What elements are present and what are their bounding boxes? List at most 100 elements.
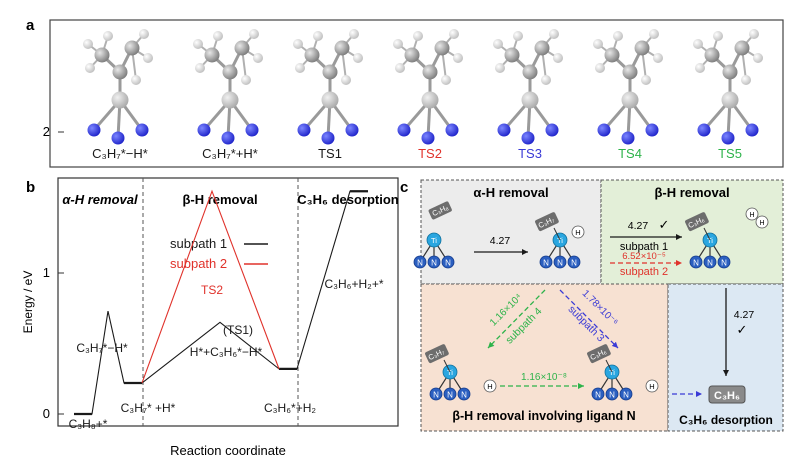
structure-label: TS1 [318,146,342,161]
y-tick-label: 1 [43,265,50,280]
ti-atom-label: Ti [447,368,453,377]
section-alpha-title: α-H removal [62,192,138,207]
carbon-atom [604,47,620,63]
hydrogen-atom [493,39,503,49]
n-atom [429,387,443,401]
h2-atom-label: H [749,212,754,219]
nitrogen-atom [221,131,235,145]
carbon-atom [522,64,538,80]
n-atom-label: N [557,259,563,268]
structure-label: TS2 [418,146,442,161]
hydrogen-atom [313,31,323,41]
hydrogen-atom [749,29,759,39]
n-atom-label: N [445,259,451,268]
hydrogen-atom [131,75,141,85]
carbon-atom [534,40,550,56]
nitrogen-atom [497,123,511,137]
panel-b-label: b [26,179,35,196]
hydrogen-atom [395,63,405,73]
desorption-box-title: C₃H₆ desorption [679,413,773,427]
n-atom-label: N [431,259,437,268]
legend-label: subpath 2 [170,256,227,271]
check-icon: ✓ [659,217,670,232]
carbon-atom [434,40,450,56]
subpath-4-arrow [487,289,546,349]
titanium-atom [111,91,129,109]
ti-atom-label: Ti [609,368,615,377]
hydrogen-atom [83,39,93,49]
n-atom-label: N [417,259,423,268]
state-label: C₃H₆+H₂+* [324,277,383,291]
hydrogen-atom [441,75,451,85]
hydrogen-atom [249,29,259,39]
hydrogen-atom [549,29,559,39]
hydrogen-atom [495,63,505,73]
hydrogen-atom [341,75,351,85]
subpath-3-arrow [559,289,619,349]
state-label: C₃H₈+* [69,417,108,431]
structure-ts1: TS1 [293,29,363,161]
nitrogen-atom [321,131,335,145]
carbon-atom [112,64,128,80]
carbon-atom [734,40,750,56]
hydrogen-atom [741,75,751,85]
titanium-atom [221,91,239,109]
n-atom-label: N [609,391,615,400]
subpath-2-rate: 6.52×10⁻⁵ [622,251,666,262]
n-atom [689,255,703,269]
nitrogen-atom [445,123,459,137]
n-atom [703,255,717,269]
structure-ts2: TS2 [393,29,463,161]
carbon-atom [622,64,638,80]
y-axis: 0123 [43,124,64,421]
structure-c3h7-h-: C₃H₇*−H* [83,29,153,161]
hydrogen-atom [353,53,363,63]
carbon-atom [94,47,110,63]
hydrogen-atom [241,75,251,85]
bond [703,227,711,241]
energy-plot-frame [57,177,399,427]
propylene-product [708,385,746,404]
carbon-atom [204,47,220,63]
hydrogen-atom [295,63,305,73]
hydrogen-atom [193,39,203,49]
n-atom-label: N [595,391,601,400]
n-atom-label: N [623,391,629,400]
nitrogen-atom [697,123,711,137]
nitrogen-atom [245,123,259,137]
desorption-rate: 4.27 [734,309,755,321]
carbon-atom [634,40,650,56]
x-axis-label: Reaction coordinate [170,443,286,458]
hydrogen-atom [393,39,403,49]
nitrogen-atom [545,123,559,137]
adsorbate-box [685,212,709,232]
hydrogen-atom [195,63,205,73]
n-atom [427,255,441,269]
n-atom [539,255,553,269]
carbon-atom [422,64,438,80]
titanium-atom [621,91,639,109]
hydrogen-atom [413,31,423,41]
nitrogen-atom [111,131,125,145]
hydrogen-atom [253,53,263,63]
h-atom [571,225,585,239]
ti-atom [426,232,442,248]
bond [605,359,613,373]
carbon-atom [704,47,720,63]
hydrogen-atom [349,29,359,39]
n-atom [591,387,605,401]
structure-ts3: TS3 [493,29,563,161]
state-label: C₃H₇*−H* [76,341,128,355]
n-atom [553,255,567,269]
n-atom-label: N [721,259,727,268]
nitrogen-atom [345,123,359,137]
state-label: H*+C₃H₆*−H* [190,345,263,359]
nitrogen-atom [197,123,211,137]
n-atom-label: N [571,259,577,268]
adsorbate-box [587,344,611,364]
n-atom-label: N [543,259,549,268]
panel-a-label: a [26,17,35,34]
